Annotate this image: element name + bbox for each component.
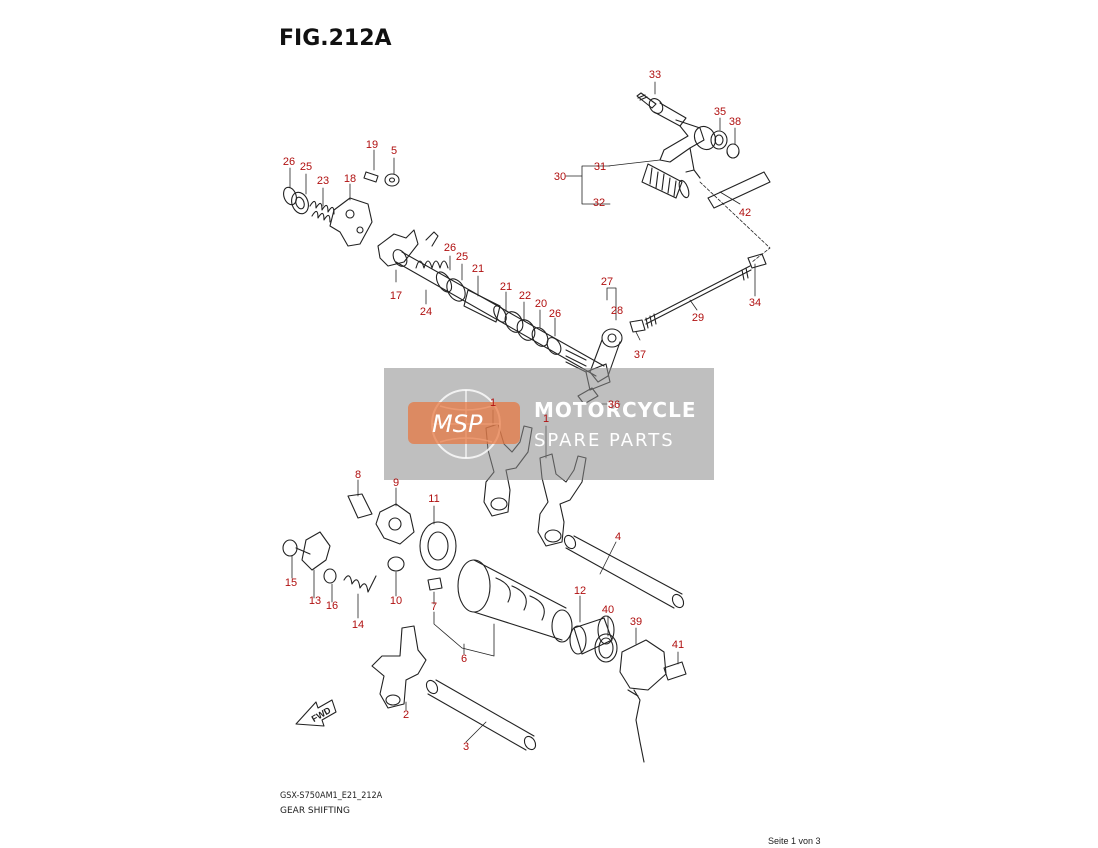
callout-labels: 1123456789101112131415161718192021212223… <box>283 69 761 753</box>
callout-28: 28 <box>611 305 623 317</box>
callout-25: 25 <box>300 161 312 173</box>
callout-33: 33 <box>649 69 661 81</box>
leader-lines <box>289 81 756 743</box>
callout-25: 25 <box>456 251 468 263</box>
callout-9: 9 <box>393 477 399 489</box>
callout-1: 1 <box>490 397 496 409</box>
callout-26: 26 <box>549 308 561 320</box>
callout-5: 5 <box>391 145 397 157</box>
callout-38: 38 <box>729 116 741 128</box>
callout-39: 39 <box>630 616 642 628</box>
callout-21: 21 <box>500 281 512 293</box>
watermark-line1: MOTORCYCLE <box>534 398 696 422</box>
callout-18: 18 <box>344 173 356 185</box>
forward-arrow-icon <box>295 699 337 727</box>
callout-17: 17 <box>390 290 402 302</box>
callout-42: 42 <box>739 207 751 219</box>
callout-29: 29 <box>692 312 704 324</box>
callout-14: 14 <box>352 619 364 631</box>
page-indicator: Seite 1 von 3 <box>768 836 821 846</box>
callout-3: 3 <box>463 741 469 753</box>
watermark-line2: SPARE PARTS <box>534 430 675 451</box>
watermark: MSP MOTORCYCLE SPARE PARTS <box>384 368 714 480</box>
callout-1: 1 <box>543 413 549 425</box>
callout-34: 34 <box>749 297 761 309</box>
watermark-logo: MSP <box>432 410 483 438</box>
callout-10: 10 <box>390 595 402 607</box>
callout-19: 19 <box>366 139 378 151</box>
callout-36: 36 <box>608 399 620 411</box>
callout-26: 26 <box>444 242 456 254</box>
callout-37: 37 <box>634 349 646 361</box>
callout-26: 26 <box>283 156 295 168</box>
callout-21: 21 <box>472 263 484 275</box>
callout-11: 11 <box>428 493 439 505</box>
callout-16: 16 <box>326 600 338 612</box>
callout-12: 12 <box>574 585 586 597</box>
figure-title: FIG.212A <box>279 26 392 51</box>
callout-7: 7 <box>431 601 437 613</box>
callout-8: 8 <box>355 469 361 481</box>
callout-22: 22 <box>519 290 531 302</box>
watermark-logo-badge <box>408 402 520 444</box>
callout-15: 15 <box>285 577 297 589</box>
callout-35: 35 <box>714 106 726 118</box>
callout-23: 23 <box>317 175 329 187</box>
callout-32: 32 <box>593 197 605 209</box>
callout-27: 27 <box>601 276 613 288</box>
callout-20: 20 <box>535 298 547 310</box>
callout-24: 24 <box>420 306 432 318</box>
shift-shaft-assembly <box>283 171 605 377</box>
callout-31: 31 <box>594 161 606 173</box>
callout-40: 40 <box>602 604 614 616</box>
callout-41: 41 <box>672 639 684 651</box>
shift-lever-assembly <box>577 92 771 405</box>
model-code: GSX-S750AM1_E21_212A <box>280 791 383 801</box>
callout-13: 13 <box>309 595 321 607</box>
section-name: GEAR SHIFTING <box>280 806 350 816</box>
callout-30: 30 <box>554 171 566 183</box>
shift-drum-assembly <box>282 493 687 763</box>
fork-shafts <box>425 534 685 751</box>
callout-4: 4 <box>615 531 621 543</box>
callout-2: 2 <box>403 709 409 721</box>
callout-6: 6 <box>461 653 467 665</box>
